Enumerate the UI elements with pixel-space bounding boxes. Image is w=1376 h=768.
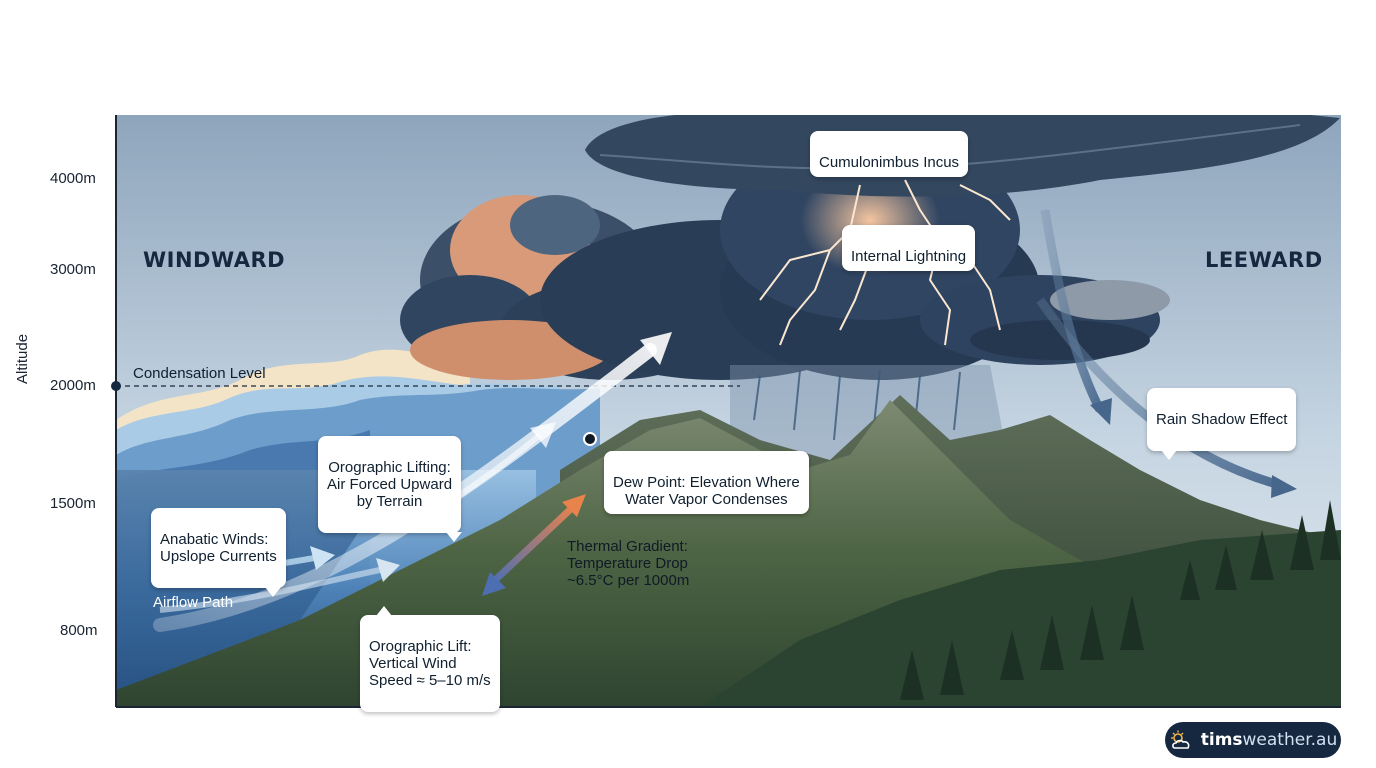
tick-3000: 3000m: [50, 261, 96, 278]
dew-point-label: Dew Point: Elevation Where Water Vapor C…: [613, 474, 800, 508]
orographic-lifting-label: Orographic Lifting: Air Forced Upward by…: [327, 459, 453, 510]
airflow-path-label: Airflow Path: [153, 594, 234, 611]
cumulonimbus-label: Cumulonimbus Incus: [819, 154, 960, 171]
cumulonimbus-callout: Cumulonimbus Incus: [810, 131, 969, 177]
tick-800: 800m: [60, 622, 98, 639]
dew-point-callout: Dew Point: Elevation Where Water Vapor C…: [604, 451, 809, 514]
lightning-callout: Internal Lightning: [842, 225, 976, 271]
rain-shadow-callout: Rain Shadow Effect: [1147, 388, 1297, 460]
brand-text: timsweather.au: [1200, 730, 1338, 750]
forest: [700, 530, 1341, 707]
orographic-lifting-callout: Orographic Lifting: Air Forced Upward by…: [318, 436, 462, 542]
tick-1500: 1500m: [50, 495, 96, 512]
rain-shadow-label: Rain Shadow Effect: [1156, 411, 1288, 428]
anabatic-winds-label: Anabatic Winds: Upslope Currents: [160, 531, 277, 565]
orographic-lift-label: Orographic Lift: Vertical Wind Speed ≈ 5…: [369, 638, 491, 689]
orographic-lift-callout: Orographic Lift: Vertical Wind Speed ≈ 5…: [360, 606, 500, 712]
leeward-title: LEEWARD: [1205, 248, 1323, 272]
anabatic-winds-callout: Anabatic Winds: Upslope Currents: [151, 508, 286, 597]
altitude-axis-title: Altitude: [14, 333, 31, 384]
condensation-level-marker: [111, 381, 121, 391]
brand-badge[interactable]: timsweather.au: [1165, 722, 1341, 758]
sun-cloud-icon: [1170, 730, 1190, 749]
thermal-gradient-arrow: [482, 494, 586, 596]
tick-2000: 2000m: [50, 377, 96, 394]
lightning-label: Internal Lightning: [851, 248, 967, 265]
pine-trees: [900, 500, 1341, 700]
condensation-level-label: Condensation Level: [133, 365, 266, 382]
windward-title: WINDWARD: [143, 248, 286, 272]
thermal-gradient-label: Thermal Gradient: Temperature Drop ~6.5°…: [567, 538, 690, 589]
tick-4000: 4000m: [50, 170, 96, 187]
dew-point-marker: [583, 432, 597, 446]
